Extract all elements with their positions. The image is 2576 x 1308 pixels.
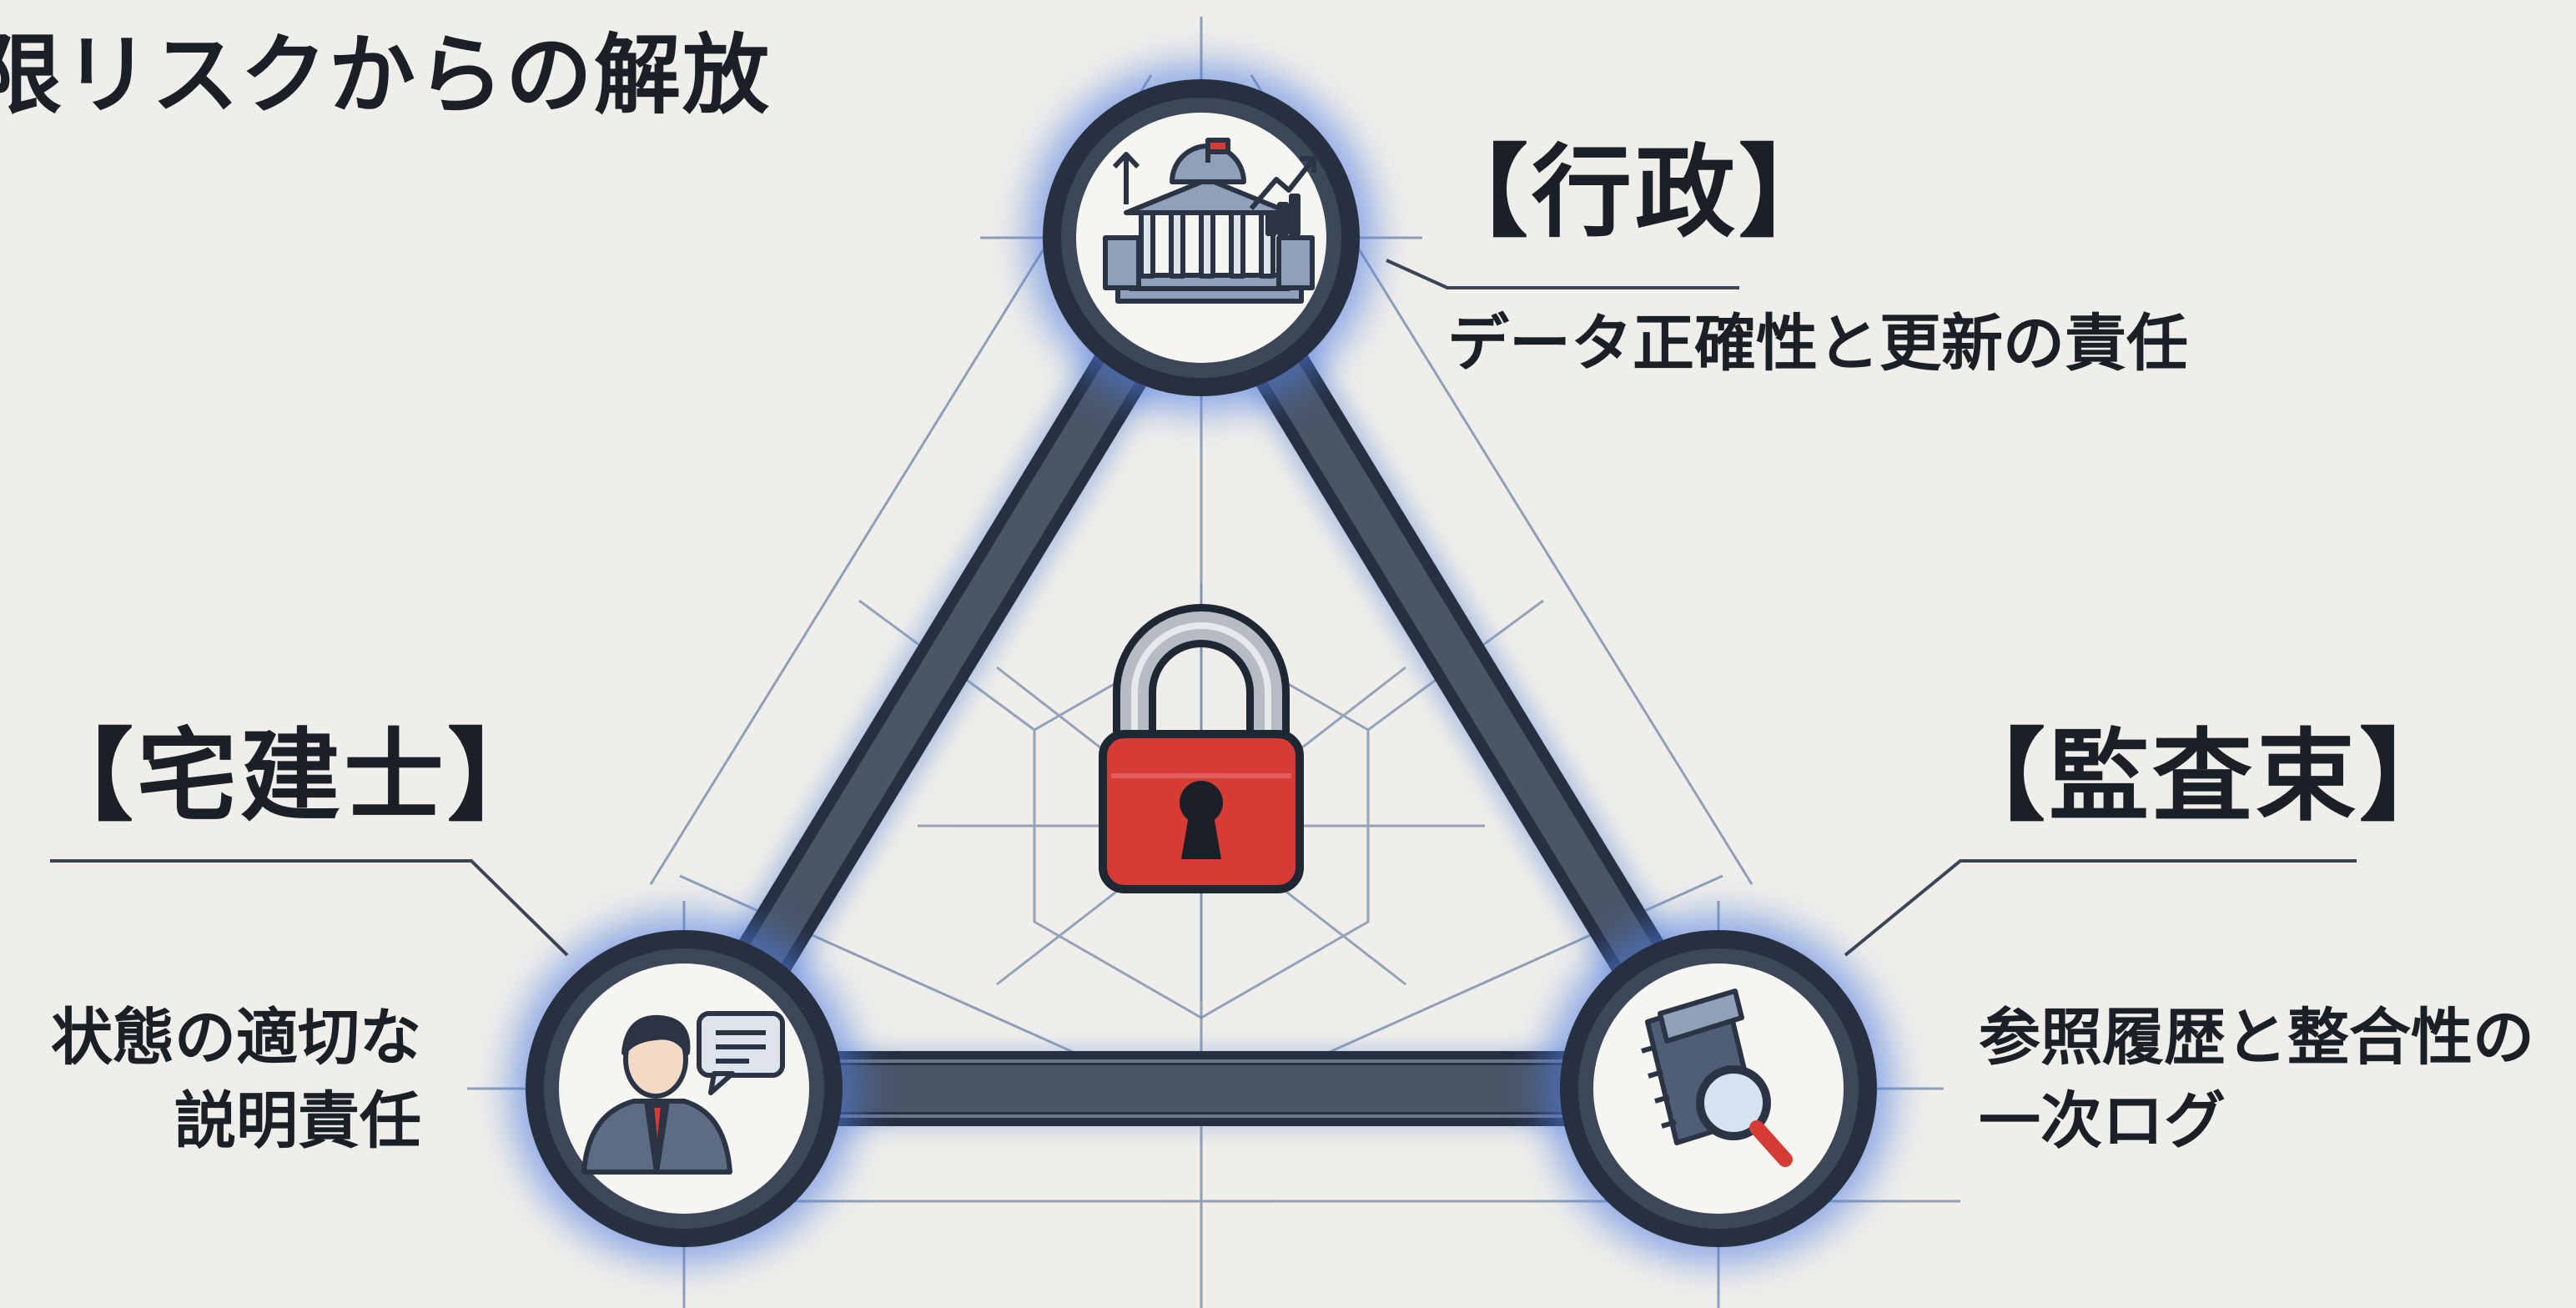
padlock-icon [1099,604,1304,893]
callout-leader-lines [50,259,2357,957]
gov-description: データ正確性と更新の責任 [1447,308,2188,380]
audit-description: 参照履歴と整合性の 一次ログ [1979,1002,2534,1157]
gov-heading: 【行政】 [1428,135,1842,251]
logbook-magnifier-icon [1641,989,1793,1167]
page-title: 限リスクからの解放 [0,24,772,126]
businessperson-speech-bubble-icon [581,1011,785,1175]
government-building-icon [1103,138,1316,304]
node-agent [509,913,859,1264]
agent-description: 状態の適切な 説明責任 [51,1002,421,1157]
agent-heading: 【宅建士】 [33,719,551,835]
audit-heading: 【監査束】 [1945,719,2463,835]
